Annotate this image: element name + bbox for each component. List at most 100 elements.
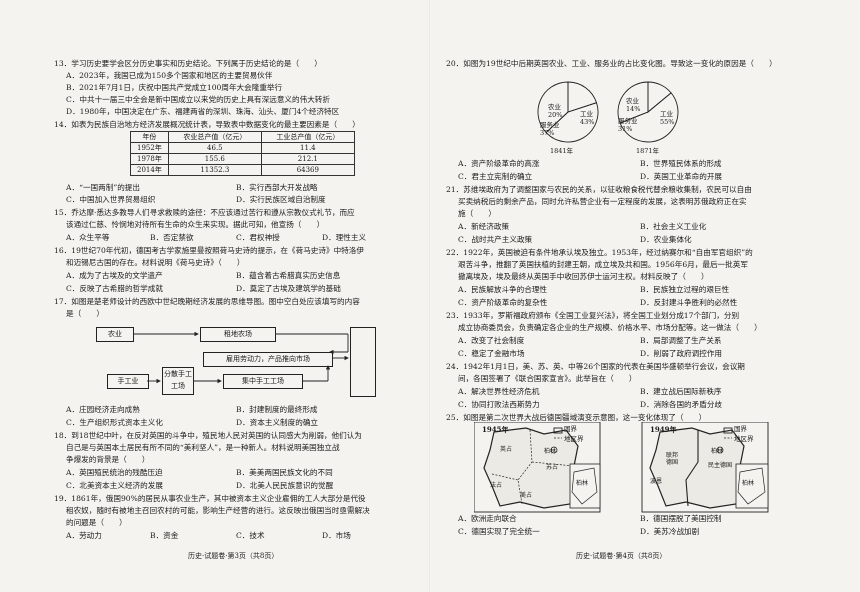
- table-row: 1978年 155.6 212.1: [130, 153, 355, 165]
- pie-1841-slice-serv: [537, 81, 569, 134]
- q13-option-a: A．2023年，我国已成为150多个国家和地区的主要贸易伙伴: [66, 71, 273, 80]
- q19-option-a: A．劳动力: [66, 531, 102, 540]
- q24-option-a: A．解决世界性经济危机: [458, 387, 540, 396]
- q24-option-d: D．消除各国的矛盾分歧: [640, 400, 723, 409]
- table-cell: 64369: [260, 164, 355, 176]
- q23-option-b: B．局部调整了生产关系: [640, 336, 722, 345]
- page-footer-left: 历史·试题卷·第3页（共8页）: [188, 552, 279, 560]
- q21-option-d: D．农业集体化: [640, 235, 692, 244]
- q23-option-c: C．稳定了金融市场: [458, 349, 525, 358]
- q14-option-d: D．实行民族区域自治制度: [236, 195, 326, 204]
- q22-option-a: A．民族解放斗争的合理性: [458, 285, 548, 294]
- pie-1871-slice-serv: [617, 81, 649, 124]
- q15-option-b: B．否定禁欲: [150, 233, 194, 242]
- q16-option-a: A．成为了古埃及的文学遗产: [66, 271, 163, 280]
- pie-1841-serv-label: 服务业 37%: [540, 121, 560, 137]
- q24-stem: 24．1942年1月1日，美、苏、英、中等26个国家的代表在美国华盛顿举行会议，…: [446, 362, 745, 371]
- berlin-inset-1945: [569, 463, 601, 509]
- page-right: 20．如图为19世纪中后期英国农业、工业、服务业的占比变化图。导致这一变化的原因…: [430, 0, 860, 592]
- q18-option-d: D．北美人民民族意识的觉醒: [236, 481, 334, 490]
- q19-option-b: B．资金: [150, 531, 179, 540]
- q22-stem-line2: 艰苦斗争，推翻了英国扶植的封建王朝，成立埃及共和国。1956年6月，最后一批英军: [458, 260, 748, 269]
- q25-option-d: D．美苏冷战加剧: [640, 527, 700, 536]
- q17-option-c: C．生产组织形式资本主义化: [66, 418, 163, 427]
- q17-stem: 17．如图是楚老师设计的西欧中世纪晚期经济发展的思维导图。图中空白处应该填写的内…: [54, 297, 360, 306]
- q14-option-a: A．“一国两制”的提出: [66, 183, 140, 192]
- q21-option-a: A．新经济政策: [458, 222, 510, 231]
- q25-stem: 25．如图是第二次世界大战后德国疆域演变示意图，这一变化体现了（ ）: [446, 413, 707, 422]
- q23-stem-line2: 成立协商委员会，负责确定各企业的生产规模、价格水平、市场分配等。这一做法（ ）: [458, 323, 762, 332]
- q25-option-b: B．德国摆脱了美国控制: [640, 514, 722, 523]
- q22-option-b: B．民族独立过程的艰巨性: [640, 285, 730, 294]
- q20-option-d: D．英国工业革命的开展: [640, 172, 723, 181]
- table-cell: 1952年: [130, 142, 169, 154]
- q18-stem-line3: 争爆发的背景是（ ）: [66, 455, 150, 464]
- pie-1841-slice-agri: [567, 81, 598, 113]
- q21-stem: 21．苏维埃政府为了调整国家与农民的关系，以征收粮食税代替余粮收集制，农民可以自…: [446, 185, 752, 194]
- pie-1871-slice-agri: [647, 81, 672, 113]
- q19-stem-line3: 的问题是（ ）: [66, 518, 127, 527]
- mindmap-node-tenant-farm: 租地农场: [200, 327, 276, 342]
- q23-option-a: A．改变了社会制度: [458, 336, 525, 345]
- page-footer-right: 历史·试题卷·第4页（共8页）: [576, 552, 667, 560]
- q22-option-c: C．资产阶级革命的复杂性: [458, 298, 548, 307]
- table-cell: 11.4: [260, 142, 355, 154]
- q25-option-a: A．欧洲走向联合: [458, 514, 517, 523]
- map-1945-legend-region: 地区界: [564, 435, 584, 443]
- q15-stem: 15．乔达摩·悉达多教导人们寻求救赎的途径：不应该通过苦行和遵从宗教仪式礼节，而…: [54, 208, 355, 217]
- pie-1841-slice-ind: [545, 102, 599, 143]
- q22-stem: 22．1922年，英国被迫有条件地承认埃及独立。1953年，经过纳赛尔和“自由军…: [446, 248, 753, 257]
- q14-stem: 14．如表为民族自治地方经济发展概况统计表，导致表中数据变化的最主要因素是（ ）: [54, 120, 360, 129]
- table-cell: 155.6: [167, 153, 262, 165]
- table-header: 工业总产值（亿元）: [260, 131, 355, 143]
- map-1945-label-french: 法占: [490, 482, 503, 489]
- map-1945-year: 1945年: [482, 425, 509, 434]
- map-1945-inset-berlin: 柏林: [576, 480, 589, 487]
- q20-pie-charts: [537, 81, 679, 143]
- pie-1841: [537, 81, 599, 143]
- table-header: 农业总产值（亿元）: [167, 131, 262, 143]
- q18-stem: 18．到18世纪中叶，在反对英国的斗争中，殖民地人民对英国的认同感大为削弱，他们…: [54, 431, 362, 440]
- q18-option-a: A．英国殖民统治的残酷压迫: [66, 468, 163, 477]
- q19-option-d: D．市场: [322, 531, 351, 540]
- map-1945-label-berlin: 柏林: [544, 448, 557, 455]
- mindmap-node-agriculture: 农业: [96, 327, 134, 342]
- q25-option-c: C．德国实现了完全统一: [458, 527, 540, 536]
- map-1949-inset-berlin: 柏林: [742, 480, 755, 487]
- q24-option-b: B．建立战后国际新秩序: [640, 387, 722, 396]
- q21-option-b: B．社会主义工业化: [640, 222, 707, 231]
- q18-option-b: B．美美两国民族文化的不同: [236, 468, 333, 477]
- map-1949-label-bonn: 波恩: [650, 478, 663, 485]
- pie-1871-ind-label: 工业 55%: [660, 110, 675, 126]
- q25-germany-maps: [474, 422, 769, 513]
- q21-option-c: C．战时共产主义政策: [458, 235, 533, 244]
- q18-option-c: C．北美资本主义经济的发展: [66, 481, 163, 490]
- table-cell: 2014年: [130, 164, 169, 176]
- map-1949-label-frg: 联邦德国: [666, 452, 679, 466]
- q18-stem-line2: 自己是与英国本土居民有所不同的“美利坚人”，是一种新人。材料说明美国独立战: [66, 443, 340, 452]
- q21-stem-line2: 买卖纳税后的剩余产品，同时允许私营企业有一定程度的发展，这表明苏俄政府正在实: [458, 197, 747, 206]
- mindmap-node-handicraft: 手工业: [107, 374, 149, 389]
- q15-option-c: C．君权神授: [236, 233, 280, 242]
- q17-stem-line2: 是（ ）: [66, 309, 104, 318]
- q16-stem-line2: 和迈锡尼古国的存在。材料说明《荷马史诗》（ ）: [66, 258, 245, 267]
- q15-option-d: D．理性主义: [322, 233, 367, 242]
- table-header: 年份: [130, 131, 169, 143]
- map-1949-legend-border: 国界: [734, 425, 747, 433]
- pie-1841-ind-label: 工业 43%: [580, 110, 595, 126]
- map-1945-legend-border: 国界: [564, 425, 577, 433]
- q14-table: 年份 农业总产值（亿元） 工业总产值（亿元） 1952年 46.5 11.4 1…: [130, 131, 355, 176]
- map-1945-label-british: 英占: [500, 446, 513, 453]
- q16-option-b: B．蕴含着古希腊真实历史信息: [236, 271, 341, 280]
- q24-option-c: C．协同打败法西斯势力: [458, 400, 540, 409]
- pie-1841-agri-label: 农业 20%: [548, 103, 563, 119]
- pie-1871-serv-label: 服务业 31%: [618, 117, 638, 133]
- pie-1871-agri-label: 农业 14%: [626, 97, 641, 113]
- map-1949-legend-region: 地区界: [734, 435, 754, 443]
- q13-option-c: C．中共十一届三中全会是新中国成立以来党的历史上具有深远意义的伟大转折: [66, 95, 330, 104]
- q13-option-d: D．1980年，中国决定在广东、福建两省的深圳、珠海、汕头、厦门4个经济特区: [66, 107, 340, 116]
- pie-1841-year: 1841年: [550, 147, 574, 155]
- q20-option-a: A．资产阶级革命的高涨: [458, 159, 540, 168]
- pie-1871-slice-ind: [619, 92, 679, 143]
- table-cell: 212.1: [260, 153, 355, 165]
